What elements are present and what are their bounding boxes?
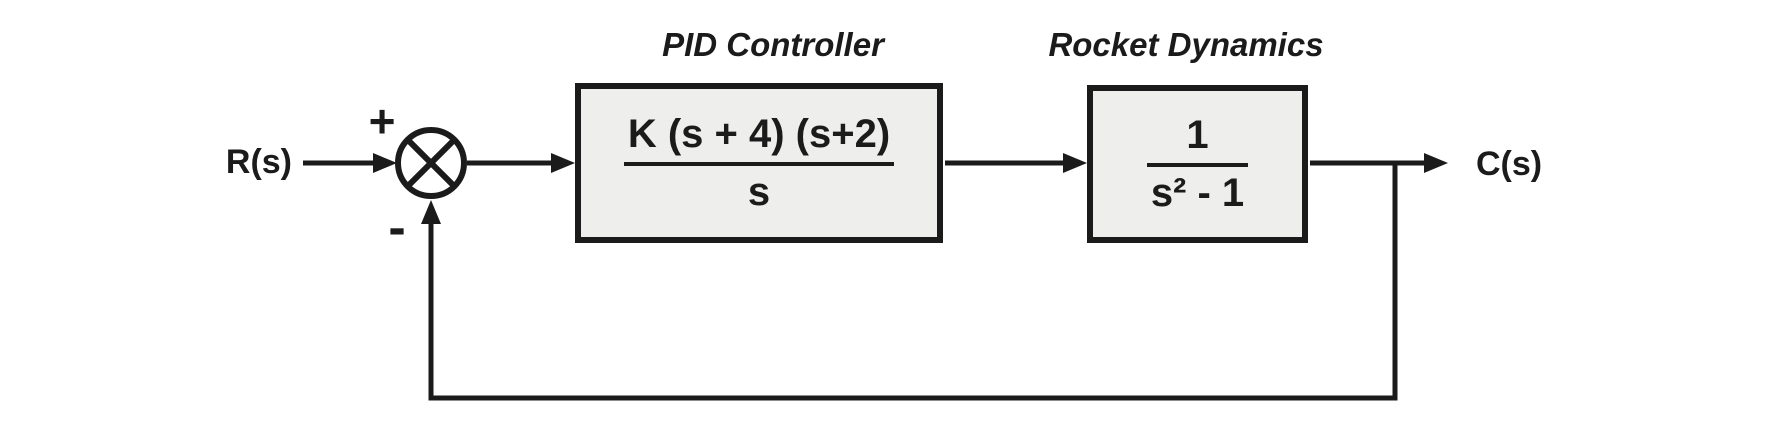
minus-sign: - — [388, 199, 406, 257]
summing-junction-icon — [395, 127, 467, 199]
pid-controller-block: K (s + 4) (s+2) s — [575, 83, 943, 243]
rocket-denominator: s² - 1 — [1150, 171, 1245, 215]
output-signal-label: C(s) — [1476, 145, 1543, 183]
input-arrow — [303, 153, 397, 173]
pid-numerator: K (s + 4) (s+2) — [627, 112, 891, 156]
rocket-transfer-function: 1 s² - 1 — [1146, 111, 1249, 217]
pid-controller-title: PID Controller — [662, 26, 884, 63]
rocket-dynamics-title: Rocket Dynamics — [1048, 26, 1324, 63]
rocket-numerator: 1 — [1186, 113, 1209, 157]
controller-output-arrow — [945, 153, 1087, 173]
fraction-bar — [623, 162, 895, 166]
rocket-dynamics-block: 1 s² - 1 — [1087, 85, 1308, 243]
pid-denominator: s — [747, 170, 771, 214]
fraction-bar — [1146, 163, 1249, 167]
pid-transfer-function: K (s + 4) (s+2) s — [623, 110, 895, 216]
error-signal-arrow — [467, 153, 575, 173]
input-signal-label: R(s) — [225, 143, 292, 181]
output-arrow — [1310, 153, 1448, 173]
feedback-path — [421, 163, 1398, 401]
plus-sign: + — [368, 95, 396, 147]
